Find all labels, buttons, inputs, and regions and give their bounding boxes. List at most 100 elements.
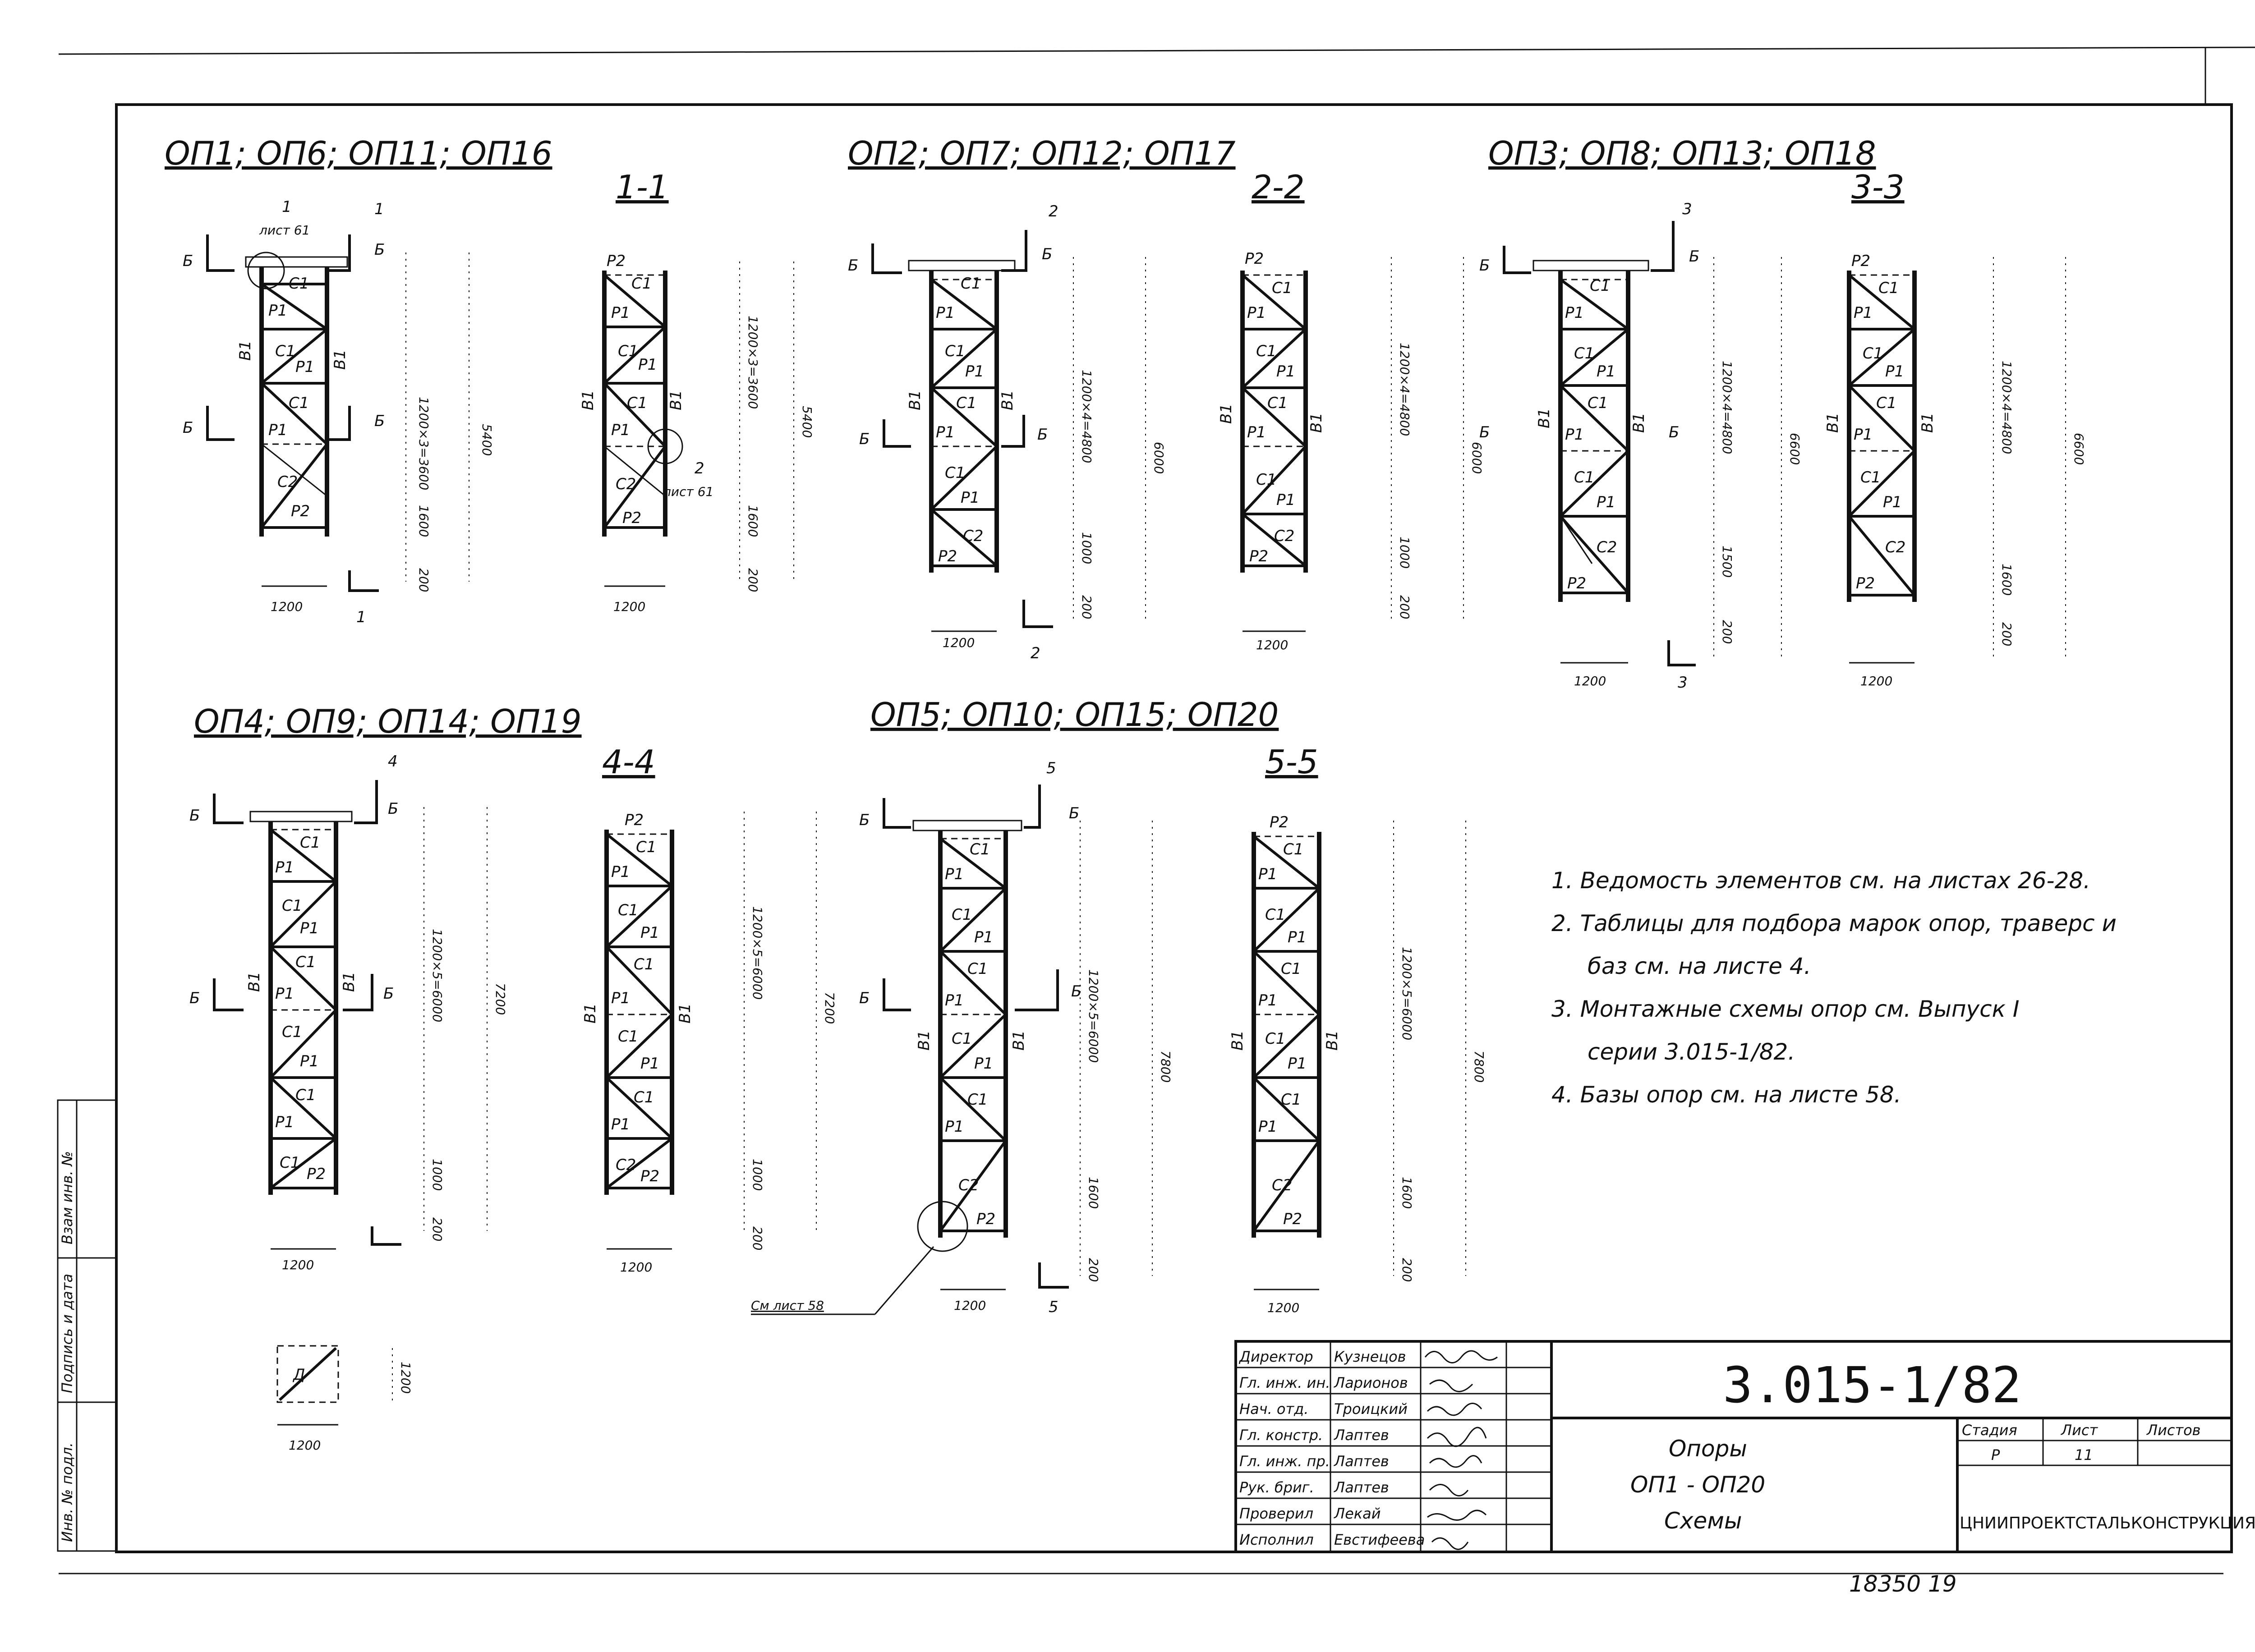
g5-p1-e: P1 (945, 1118, 964, 1136)
s3-v1-l: B1 (1824, 413, 1842, 433)
g2-p1-c: P1 (936, 423, 955, 441)
g2-b-br: Б (1037, 426, 1048, 444)
sheet-value: 11 (2075, 1446, 2093, 1464)
g2-b-tl: Б (848, 257, 858, 275)
g2-p1-b: P1 (965, 363, 984, 381)
g2-p1-a: P1 (936, 304, 955, 322)
s3-w: 1200 (1860, 674, 1892, 688)
g4-w: 1200 (282, 1257, 314, 1272)
s1-c1-c: C1 (627, 394, 647, 412)
g5-p1-b: P1 (974, 928, 993, 946)
s3-p1-a: P1 (1854, 304, 1873, 322)
g4-p1-d: P1 (300, 1052, 319, 1070)
s1-c1-b: C1 (618, 342, 638, 360)
g2-panels: 1200×4=4800 (1079, 370, 1094, 463)
s2-d1000: 1000 (1397, 537, 1412, 569)
g1-b-tl: Б (183, 252, 193, 270)
s2-p2-b: P2 (1249, 547, 1268, 565)
g4-total: 7200 (493, 983, 508, 1015)
g3-c1-d: C1 (1574, 468, 1594, 486)
object-name-3: Схемы (1664, 1508, 1742, 1534)
s1-panels: 1200×3=3600 (746, 316, 760, 409)
s4-p1-d: P1 (640, 1055, 659, 1073)
s1-n2: 2 (695, 459, 704, 477)
section4-title: 4-4 (602, 743, 655, 781)
g1-w: 1200 (271, 599, 303, 614)
name-7: Лекай (1334, 1505, 1381, 1522)
s5-w: 1200 (1267, 1300, 1299, 1315)
s5-panels: 1200×5=6000 (1399, 947, 1414, 1040)
g1-b-br: Б (374, 412, 385, 430)
section5-title: 5-5 (1265, 743, 1318, 781)
s1-c2: C2 (616, 475, 636, 493)
s3-d1600: 1600 (1999, 564, 2014, 596)
g3-c1-c: C1 (1588, 394, 1608, 412)
s1-w: 1200 (613, 599, 645, 614)
s2-w: 1200 (1256, 638, 1288, 652)
s5-p1-d: P1 (1288, 1055, 1307, 1073)
s2-total: 6000 (1469, 442, 1484, 474)
section1-title: 1-1 (616, 168, 669, 206)
g4-p1-b: P1 (300, 919, 319, 937)
support-group-4: ОП4; ОП9; ОП14; ОП19 C1 P1 C1 P1 C1 P1 C… (189, 702, 582, 1453)
g1-sec-bot: 1 (356, 608, 366, 626)
g4-panels: 1200×5=6000 (430, 929, 445, 1022)
name-5: Лаптев (1334, 1453, 1389, 1470)
g5-p1-c: P1 (945, 991, 964, 1010)
g1-p1-b: P1 (295, 358, 314, 376)
g3-c1-b: C1 (1574, 344, 1594, 363)
g3-b-bl: Б (1479, 423, 1490, 441)
g3-cut-n: 3 (1682, 200, 1692, 218)
side-stamp-1: Взам инв. № (59, 1151, 76, 1244)
g5-p2: P2 (976, 1210, 995, 1228)
s2-c1-a: C1 (1272, 279, 1292, 297)
s1-total: 5400 (800, 406, 815, 438)
role-1: Директор (1238, 1348, 1313, 1365)
support-group-1: ОП1; ОП6; ОП11; ОП16 C1 P1 C1 P1 C1 P1 C… (165, 134, 552, 626)
side-stamp: Взам инв. № Подпись и дата Инв. № подл. (57, 1099, 117, 1552)
g5-b-bl: Б (859, 989, 870, 1007)
s3-c1-a: C1 (1878, 279, 1899, 297)
g2-p2: P2 (938, 547, 957, 565)
role-3: Нач. отд. (1239, 1400, 1308, 1418)
s3-p2-a: P2 (1851, 252, 1870, 270)
g2-b-tr: Б (1042, 245, 1052, 263)
note-2-cont: баз см. на листе 4. (1588, 953, 1811, 979)
s2-p1-d: P1 (1276, 491, 1295, 509)
drawing-code: 3.015-1/82 (1723, 1356, 2021, 1414)
g2-c1-c: C1 (956, 394, 976, 412)
s1-d200: 200 (746, 568, 760, 592)
g2-total: 6000 (1151, 442, 1166, 474)
g5-cut-n: 5 (1046, 759, 1056, 777)
g3-b-tl: Б (1479, 257, 1490, 275)
section-4-4: 4-4 P2 C1 P1 C1 P1 C1 P1 C1 P1 C1 P1 C2 … (581, 743, 837, 1275)
g2-w: 1200 (943, 635, 975, 650)
s4-c1-b: C1 (618, 901, 638, 919)
s2-c2: C2 (1274, 527, 1294, 545)
name-4: Лаптев (1334, 1427, 1389, 1444)
g4-c1-d: C1 (282, 1023, 302, 1041)
plate-h: 1200 (398, 1362, 413, 1394)
s4-c1-a: C1 (636, 838, 656, 856)
g1-cut-n: 1 (282, 198, 292, 216)
g3-v1-r: B1 (1630, 413, 1648, 433)
s5-p2-a: P2 (1270, 813, 1289, 831)
g5-b-tr: Б (1069, 804, 1079, 822)
g4-b-br: Б (383, 985, 394, 1003)
g3-v1-l: B1 (1535, 408, 1553, 428)
g5-c1-a: C1 (970, 840, 990, 858)
g3-b-tr: Б (1689, 248, 1699, 266)
stage-value: Р (1991, 1446, 2000, 1464)
s2-d200: 200 (1397, 595, 1412, 619)
plate-w: 1200 (289, 1438, 321, 1453)
g4-b-tl: Б (189, 807, 200, 825)
s4-d200: 200 (750, 1226, 765, 1250)
s4-p2-a: P2 (625, 811, 644, 829)
s5-c1-a: C1 (1283, 840, 1303, 858)
side-stamp-2: Подпись и дата (59, 1274, 76, 1393)
s5-v1-l: B1 (1229, 1030, 1247, 1051)
g5-c1-e: C1 (967, 1091, 988, 1109)
g4-b-bl: Б (189, 989, 200, 1007)
s5-d1600: 1600 (1399, 1177, 1414, 1209)
g1-d1600: 1600 (416, 505, 431, 537)
